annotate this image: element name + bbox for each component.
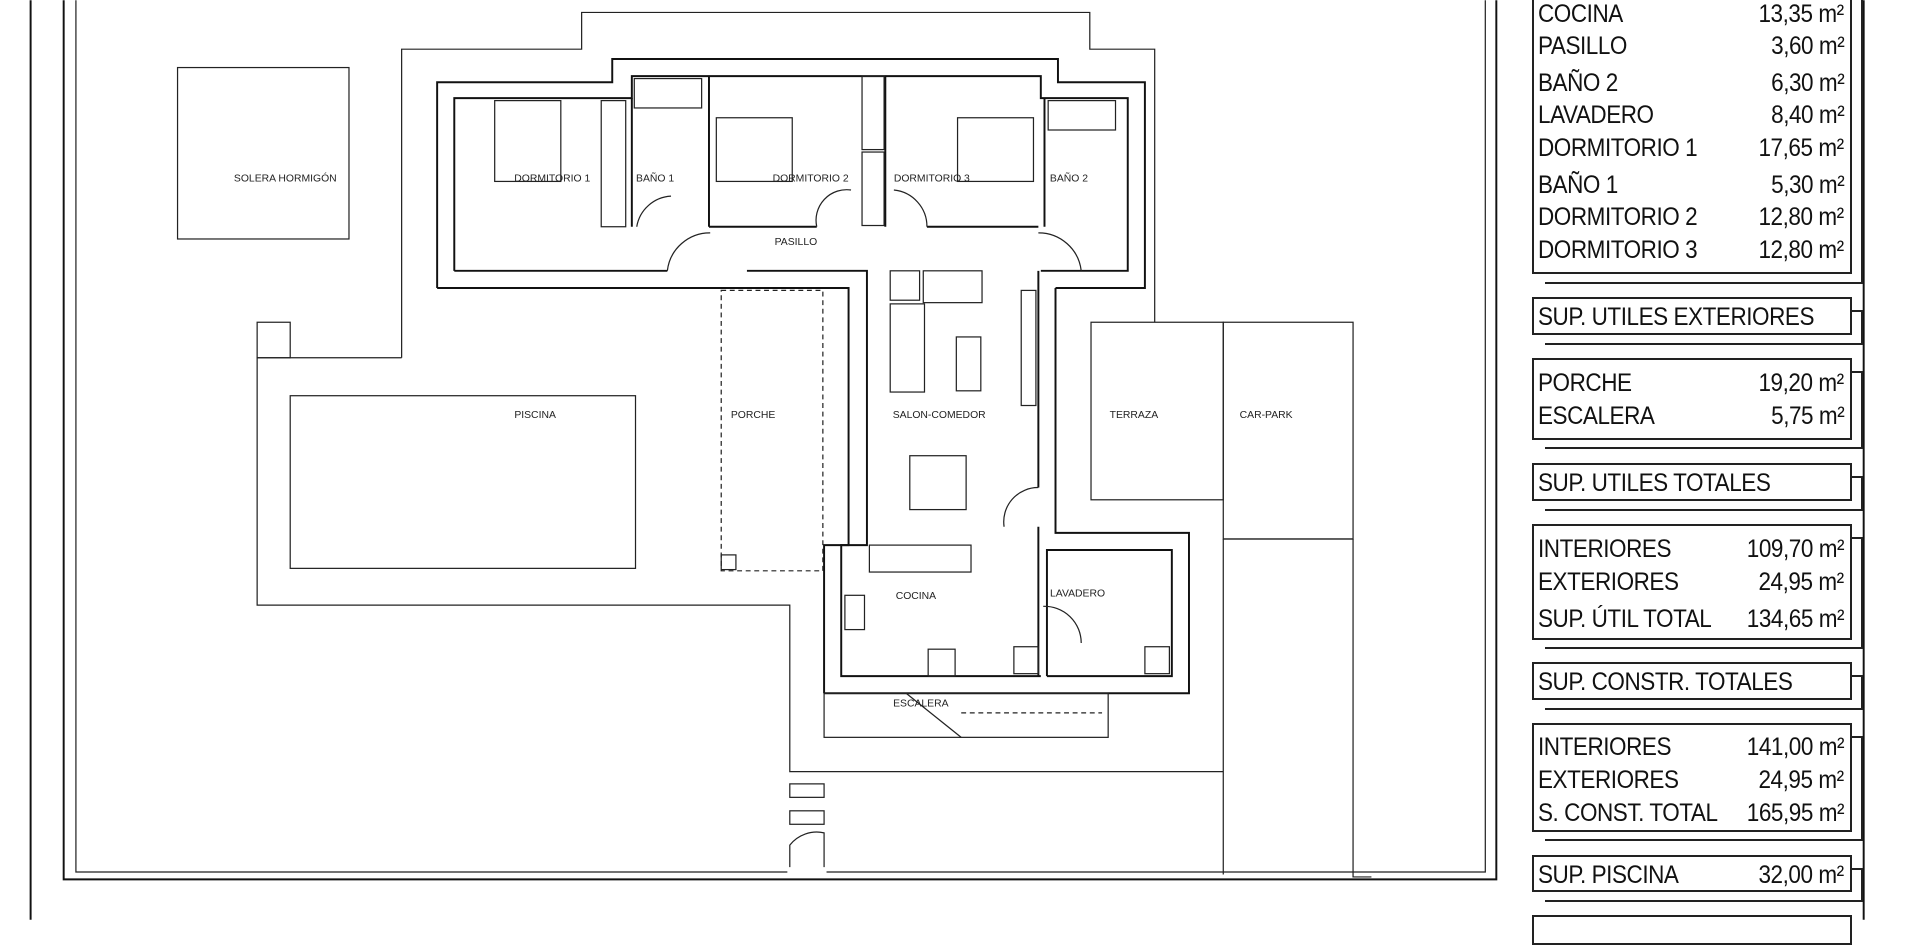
row-value: 109,70 m² bbox=[1746, 535, 1845, 563]
row-value: 5,75 m² bbox=[1770, 402, 1845, 430]
bed bbox=[494, 100, 562, 183]
row-value: 19,20 m² bbox=[1758, 369, 1845, 397]
sheet-frame bbox=[29, 0, 1865, 920]
piscina-box: SUP. PISCINA 32,00 m² bbox=[1532, 855, 1852, 892]
bed bbox=[956, 117, 1035, 183]
constr-box: INTERIORES 141,00 m² EXTERIORES 24,95 m² S… bbox=[1532, 723, 1852, 832]
concrete-slab bbox=[176, 66, 350, 240]
row-value: 24,95 m² bbox=[1758, 766, 1845, 794]
site-boundary bbox=[176, 11, 1372, 878]
label-cocina: COCINA bbox=[896, 591, 936, 602]
row-value: 12,80 m² bbox=[1758, 236, 1845, 264]
table-row: SUP. ÚTIL TOTAL 134,65 m² bbox=[1538, 604, 1844, 634]
row-label: PORCHE bbox=[1538, 369, 1632, 397]
row-value: 141,00 m² bbox=[1746, 733, 1845, 761]
row-label: DORMITORIO 2 bbox=[1538, 203, 1698, 231]
row-value: 165,95 m² bbox=[1746, 799, 1845, 827]
shower bbox=[633, 77, 703, 109]
label-lavadero: LAVADERO bbox=[1050, 589, 1105, 600]
shower bbox=[1047, 100, 1117, 131]
label-dormitorio-2: DORMITORIO 2 bbox=[773, 173, 849, 184]
row-label: EXTERIORES bbox=[1538, 766, 1679, 794]
table-row: EXTERIORES 24,95 m² bbox=[1538, 765, 1844, 795]
row-value: 32,00 m² bbox=[1758, 861, 1845, 889]
pool bbox=[289, 395, 637, 569]
table-row: BAÑO 2 6,30 m² bbox=[1538, 68, 1844, 98]
row-label: ESCALERA bbox=[1538, 402, 1655, 430]
label-escalera: ESCALERA bbox=[893, 699, 949, 710]
section-title: SUP. UTILES TOTALES bbox=[1538, 469, 1771, 497]
table-row: ESCALERA 5,75 m² bbox=[1538, 401, 1844, 431]
label-car-park: CAR-PARK bbox=[1240, 410, 1293, 421]
dining-table bbox=[909, 455, 967, 511]
label-salon-comedor: SALON-COMEDOR bbox=[893, 410, 986, 421]
row-label: DORMITORIO 3 bbox=[1538, 236, 1698, 264]
utiles-box: INTERIORES 109,70 m² EXTERIORES 24,95 m² S… bbox=[1532, 524, 1852, 640]
table-row: COCINA 13,35 m² bbox=[1538, 0, 1844, 29]
constr-title-box: SUP. CONSTR. TOTALES bbox=[1532, 662, 1852, 700]
row-label: SUP. PISCINA bbox=[1538, 861, 1679, 889]
label-dormitorio-3: DORMITORIO 3 bbox=[894, 173, 970, 184]
table-row: PORCHE 19,20 m² bbox=[1538, 368, 1844, 398]
row-label: SUP. ÚTIL TOTAL bbox=[1538, 605, 1712, 633]
table-row: DORMITORIO 1 17,65 m² bbox=[1538, 133, 1844, 163]
label-dormitorio-1: DORMITORIO 1 bbox=[514, 173, 590, 184]
utiles-title-box: SUP. UTILES TOTALES bbox=[1532, 463, 1852, 501]
row-value: 24,95 m² bbox=[1758, 568, 1845, 596]
label-porche: PORCHE bbox=[731, 410, 776, 421]
coffee-table bbox=[955, 336, 982, 392]
stairs bbox=[823, 692, 1109, 738]
sink bbox=[844, 594, 866, 631]
row-label: INTERIORES bbox=[1538, 535, 1672, 563]
row-value: 3,60 m² bbox=[1770, 32, 1845, 60]
table-row: EXTERIORES 24,95 m² bbox=[1538, 567, 1844, 597]
car-park bbox=[1222, 321, 1354, 540]
row-label: INTERIORES bbox=[1538, 733, 1672, 761]
row-value: 5,30 m² bbox=[1770, 171, 1845, 199]
sofa bbox=[922, 270, 983, 304]
row-value: 17,65 m² bbox=[1758, 134, 1845, 162]
table-row: DORMITORIO 3 12,80 m² bbox=[1538, 235, 1844, 265]
row-value: 13,35 m² bbox=[1758, 0, 1845, 28]
label-solera: SOLERA HORMIGÓN bbox=[234, 171, 337, 184]
exteriores-title-box: SUP. UTILES EXTERIORES bbox=[1532, 297, 1852, 335]
table-row: DORMITORIO 2 12,80 m² bbox=[1538, 202, 1844, 232]
porch-outline bbox=[720, 289, 824, 572]
row-label: DORMITORIO 1 bbox=[1538, 134, 1698, 162]
row-value: 134,65 m² bbox=[1746, 605, 1845, 633]
label-terraza: TERRAZA bbox=[1110, 410, 1159, 421]
interiores-box: COCINA 13,35 m² PASILLO 3,60 m² BAÑO 2 6,30… bbox=[1532, 0, 1852, 274]
row-label: COCINA bbox=[1538, 0, 1623, 28]
table-row: PASILLO 3,60 m² bbox=[1538, 31, 1844, 61]
row-value: 6,30 m² bbox=[1770, 69, 1845, 97]
house-walls bbox=[436, 58, 1190, 695]
row-label: S. CONST. TOTAL bbox=[1538, 799, 1718, 827]
section-title: SUP. UTILES EXTERIORES bbox=[1538, 303, 1815, 331]
table-row: INTERIORES 141,00 m² bbox=[1538, 732, 1844, 762]
row-label: LAVADERO bbox=[1538, 101, 1654, 129]
row-label: PASILLO bbox=[1538, 32, 1627, 60]
label-piscina: PISCINA bbox=[514, 410, 556, 421]
sofa bbox=[889, 303, 926, 393]
label-pasillo: PASILLO bbox=[775, 237, 818, 248]
row-value: 8,40 m² bbox=[1770, 101, 1845, 129]
label-bano-1: BAÑO 1 bbox=[636, 171, 674, 184]
table-row: BAÑO 1 5,30 m² bbox=[1538, 170, 1844, 200]
bed bbox=[715, 117, 793, 183]
table-row: LAVADERO 8,40 m² bbox=[1538, 100, 1844, 130]
table-row: INTERIORES 109,70 m² bbox=[1538, 534, 1844, 564]
row-label: BAÑO 2 bbox=[1538, 69, 1618, 97]
section-title: SUP. CONSTR. TOTALES bbox=[1538, 668, 1793, 696]
row-label: EXTERIORES bbox=[1538, 568, 1679, 596]
table-row: SUP. PISCINA 32,00 m² bbox=[1538, 860, 1844, 890]
stove bbox=[927, 648, 956, 677]
table-row: S. CONST. TOTAL 165,95 m² bbox=[1538, 798, 1844, 828]
exteriores-box: PORCHE 19,20 m² ESCALERA 5,75 m² bbox=[1532, 358, 1852, 440]
row-label: BAÑO 1 bbox=[1538, 171, 1618, 199]
floor-plan: SOLERA HORMIGÓN PISCINA PORCHE SALON-COM… bbox=[29, 0, 1865, 920]
label-bano-2: BAÑO 2 bbox=[1050, 171, 1088, 184]
row-value: 12,80 m² bbox=[1758, 203, 1845, 231]
